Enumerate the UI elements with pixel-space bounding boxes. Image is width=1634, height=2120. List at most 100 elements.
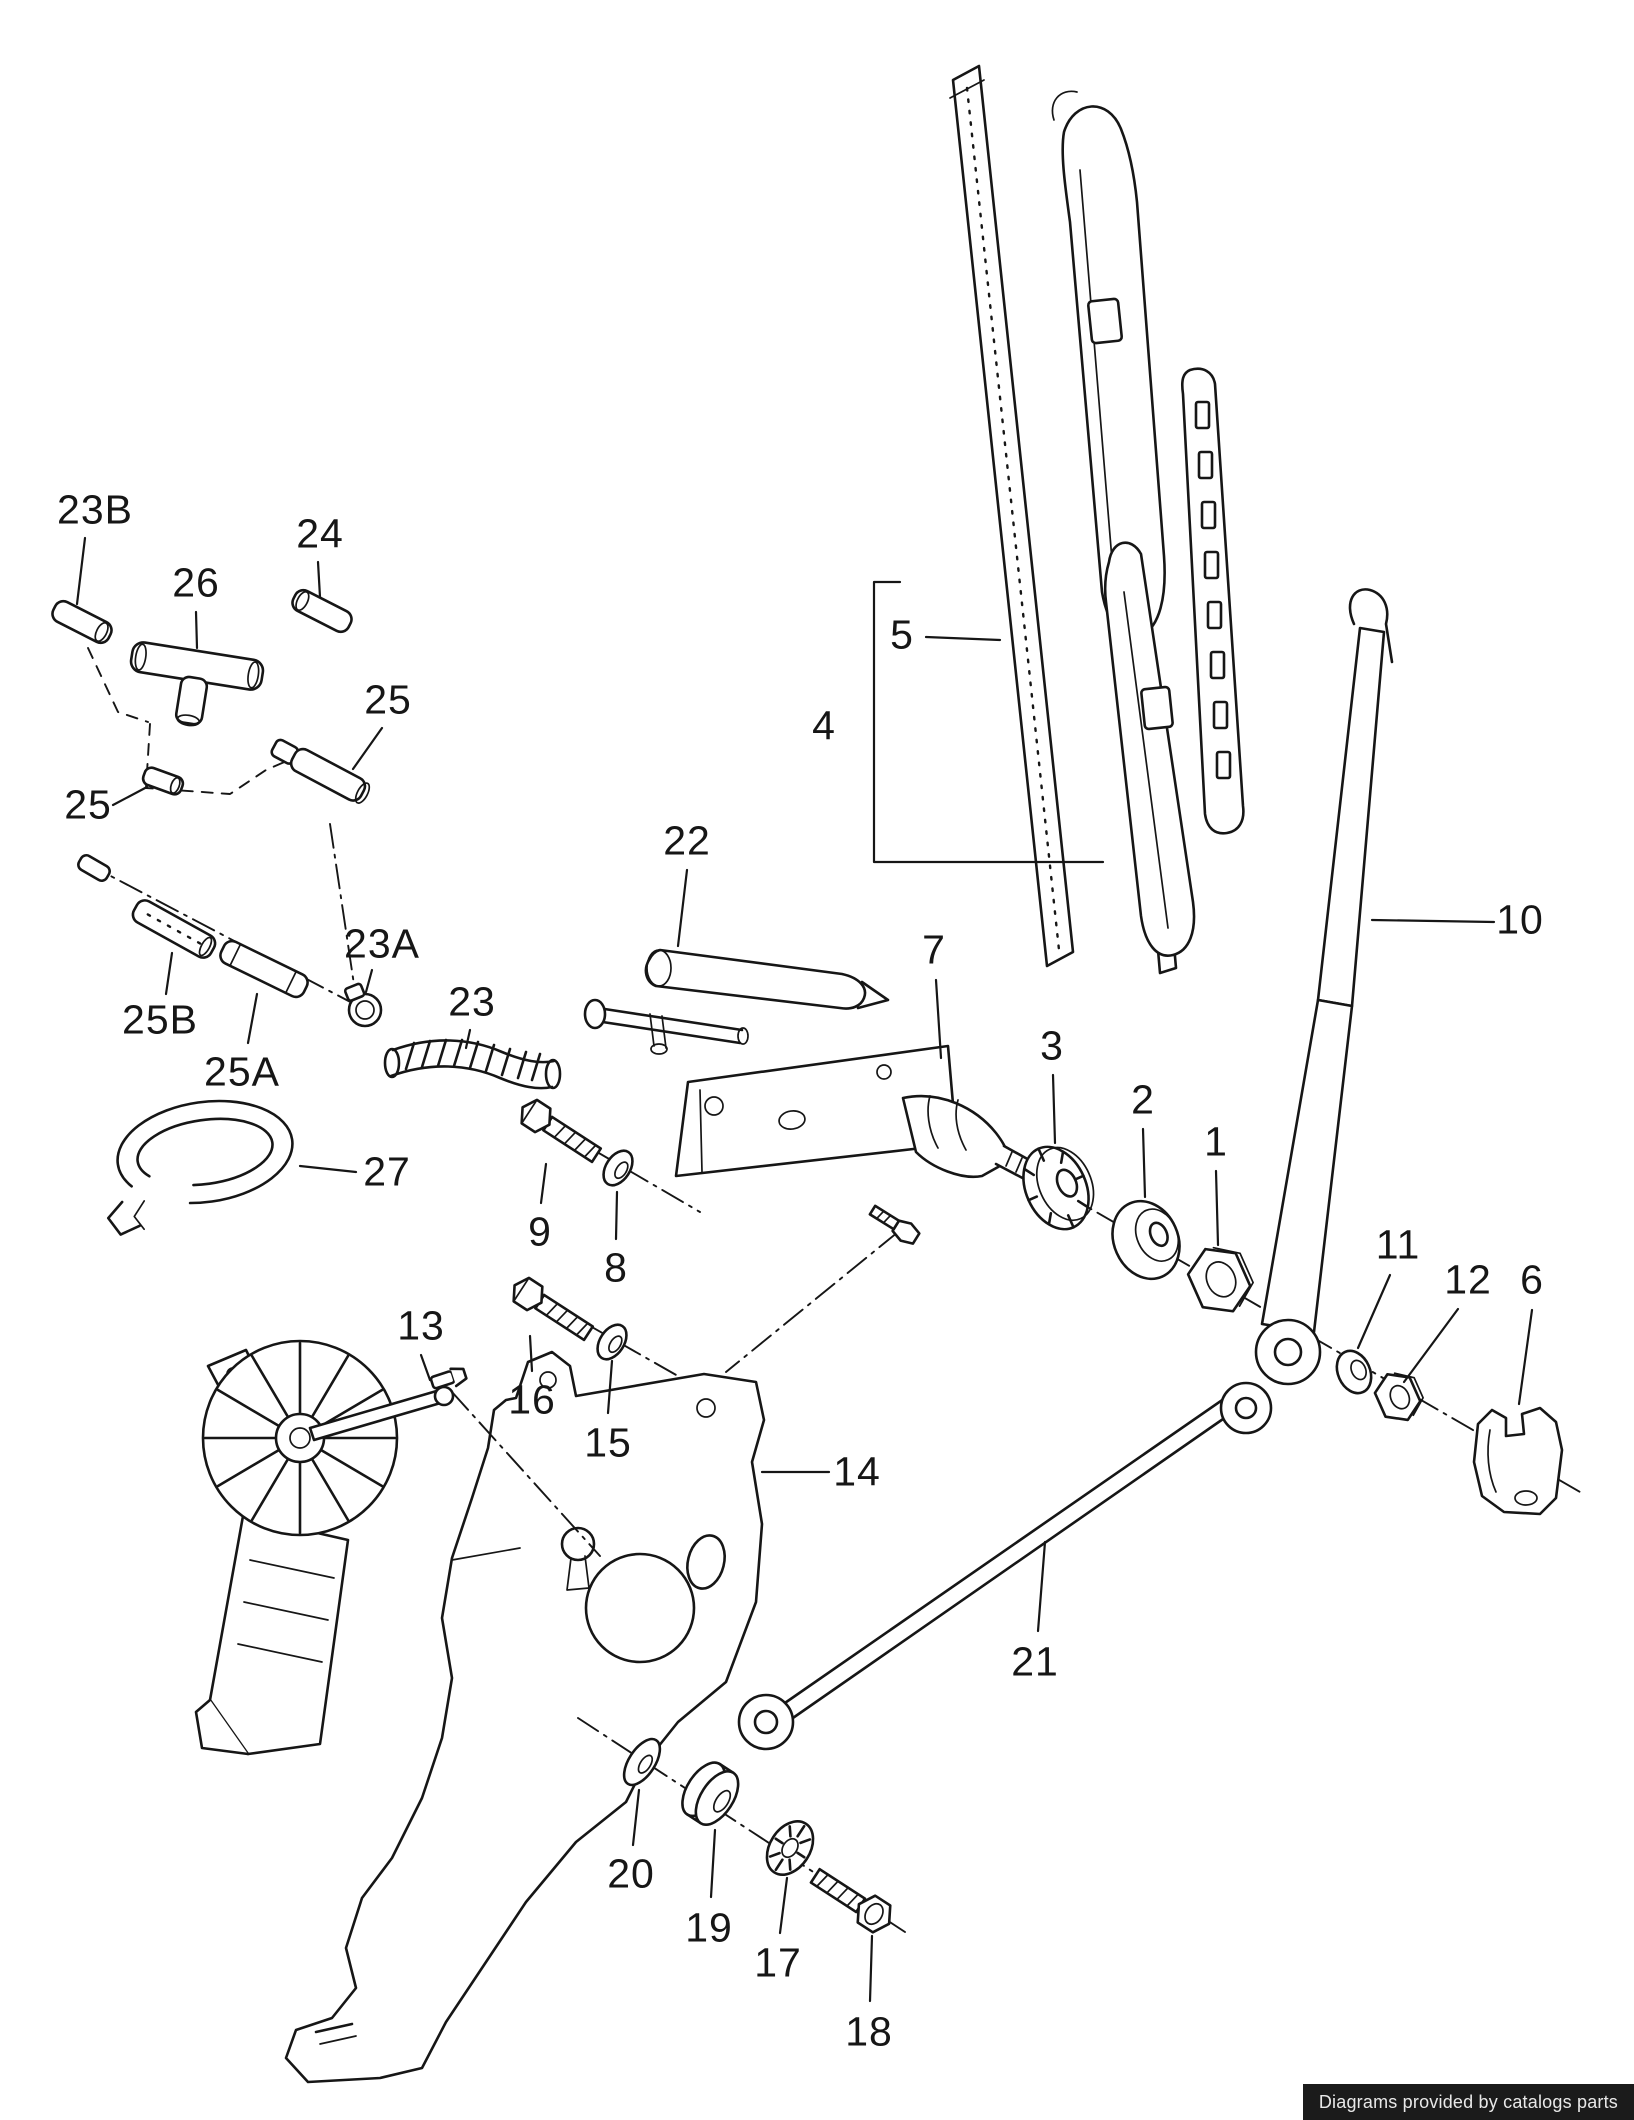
part-bolt-9 <box>520 1098 603 1164</box>
leader-line-25A <box>246 992 259 1045</box>
leader-line-3 <box>1051 1073 1057 1145</box>
callout-2: 2 <box>1131 1076 1155 1123</box>
frame-large-hole <box>584 1552 696 1664</box>
callout-1: 1 <box>1204 1118 1228 1165</box>
callout-16: 16 <box>508 1376 556 1423</box>
part-crank-pin <box>429 1367 468 1390</box>
motor-fan-spokes <box>203 1341 397 1535</box>
watermark-text: Diagrams provided by catalogs parts <box>1318 2091 1618 2112</box>
leader-line-18 <box>868 1934 874 2003</box>
part-wiper-blade-rubber <box>949 64 1075 968</box>
part-pivot-nut-1 <box>1186 1246 1254 1313</box>
leader-lines <box>75 536 1534 2003</box>
leader-line-24 <box>316 560 322 599</box>
part-hose-clamp-23a <box>343 982 383 1028</box>
part-washer-20 <box>622 1737 662 1787</box>
callout-15: 15 <box>584 1419 632 1466</box>
callout-6: 6 <box>1520 1256 1544 1303</box>
leader-line-22 <box>676 868 689 948</box>
leader-line-25-left <box>111 785 149 807</box>
part-mounting-bracket-7 <box>674 1044 1042 1245</box>
part-linkage-rod-21 <box>737 1381 1273 1751</box>
callout-9: 9 <box>528 1208 552 1255</box>
part-stud <box>868 1204 921 1245</box>
callout-3: 3 <box>1040 1022 1064 1069</box>
leader-line-7 <box>934 978 943 1060</box>
callout-4: 4 <box>812 702 836 749</box>
part-hose <box>383 1038 562 1090</box>
leader-line-6 <box>1517 1308 1534 1406</box>
part-bolt-16 <box>512 1276 595 1342</box>
callout-25A: 25A <box>204 1048 280 1095</box>
callout-7: 7 <box>922 926 946 973</box>
callout-17: 17 <box>754 1939 802 1986</box>
leader-line-17 <box>778 1876 789 1935</box>
part-hose-connectors <box>51 588 371 999</box>
leader-line-20 <box>631 1788 641 1847</box>
callout-12: 12 <box>1444 1256 1492 1303</box>
callout-19: 19 <box>685 1904 733 1951</box>
part-wiper-blade-frame <box>1051 90 1245 957</box>
leader-line-4 <box>872 580 1105 864</box>
callout-24: 24 <box>296 510 344 557</box>
leader-line-8 <box>614 1190 619 1241</box>
part-pivot-cap-6 <box>1472 1406 1564 1516</box>
part-pivot-housing-22 <box>583 948 890 1055</box>
callout-25-left: 25 <box>64 781 112 828</box>
callout-10: 10 <box>1496 896 1544 943</box>
part-bolt-18 <box>809 1867 892 1934</box>
part-cap-23b <box>51 599 113 645</box>
leader-line-15 <box>606 1359 614 1415</box>
callout-26: 26 <box>172 559 220 606</box>
callout-20: 20 <box>607 1850 655 1897</box>
part-washer-8 <box>602 1149 634 1187</box>
callout-23: 23 <box>448 978 496 1025</box>
part-wiper-motor <box>194 1339 468 1756</box>
part-ribbed-spacer-3 <box>1022 1145 1095 1231</box>
watermark-bar: Diagrams provided by catalogs parts <box>1302 2084 1634 2120</box>
leader-line-9 <box>539 1162 548 1205</box>
leader-line-25-right <box>351 726 384 771</box>
callout-25B: 25B <box>122 996 198 1043</box>
part-tube-25a <box>219 939 309 999</box>
callout-21: 21 <box>1011 1638 1059 1685</box>
part-tube-25-right <box>270 738 371 804</box>
leader-line-1 <box>1214 1169 1220 1247</box>
callout-23B: 23B <box>57 486 133 533</box>
part-cap-24 <box>291 588 353 634</box>
part-washer-11 <box>1335 1349 1373 1395</box>
callout-25-right: 25 <box>364 676 412 723</box>
callout-14: 14 <box>833 1448 881 1495</box>
part-tube-25b <box>131 899 217 959</box>
callout-13: 13 <box>397 1302 445 1349</box>
leader-line-23A <box>364 968 374 994</box>
leader-line-26 <box>194 610 199 650</box>
part-bushing-19 <box>681 1761 740 1826</box>
leader-line-27 <box>298 1164 358 1174</box>
part-small-cap <box>77 853 111 883</box>
callout-8: 8 <box>604 1244 628 1291</box>
leader-line-12 <box>1402 1307 1460 1384</box>
leader-line-2 <box>1141 1127 1147 1199</box>
callout-27: 27 <box>363 1148 411 1195</box>
part-arm-nut-12 <box>1373 1372 1424 1422</box>
part-tee-connector <box>129 641 265 727</box>
leader-line-5 <box>924 635 1002 642</box>
callout-22: 22 <box>663 817 711 864</box>
leader-line-23B <box>75 536 87 606</box>
callout-5: 5 <box>890 611 914 658</box>
leader-line-11 <box>1356 1273 1392 1350</box>
part-clamp-ring <box>106 1099 294 1236</box>
part-grommet-2 <box>1111 1199 1181 1281</box>
part-star-washer-17 <box>765 1820 815 1876</box>
part-wiper-arm <box>1254 588 1394 1386</box>
callout-11: 11 <box>1375 1221 1421 1268</box>
leader-line-25B <box>164 951 174 996</box>
leader-line-19 <box>709 1828 717 1899</box>
part-washer-15 <box>596 1323 628 1361</box>
leader-line-10 <box>1370 918 1496 924</box>
part-mounting-frame-14 <box>284 1350 766 2084</box>
